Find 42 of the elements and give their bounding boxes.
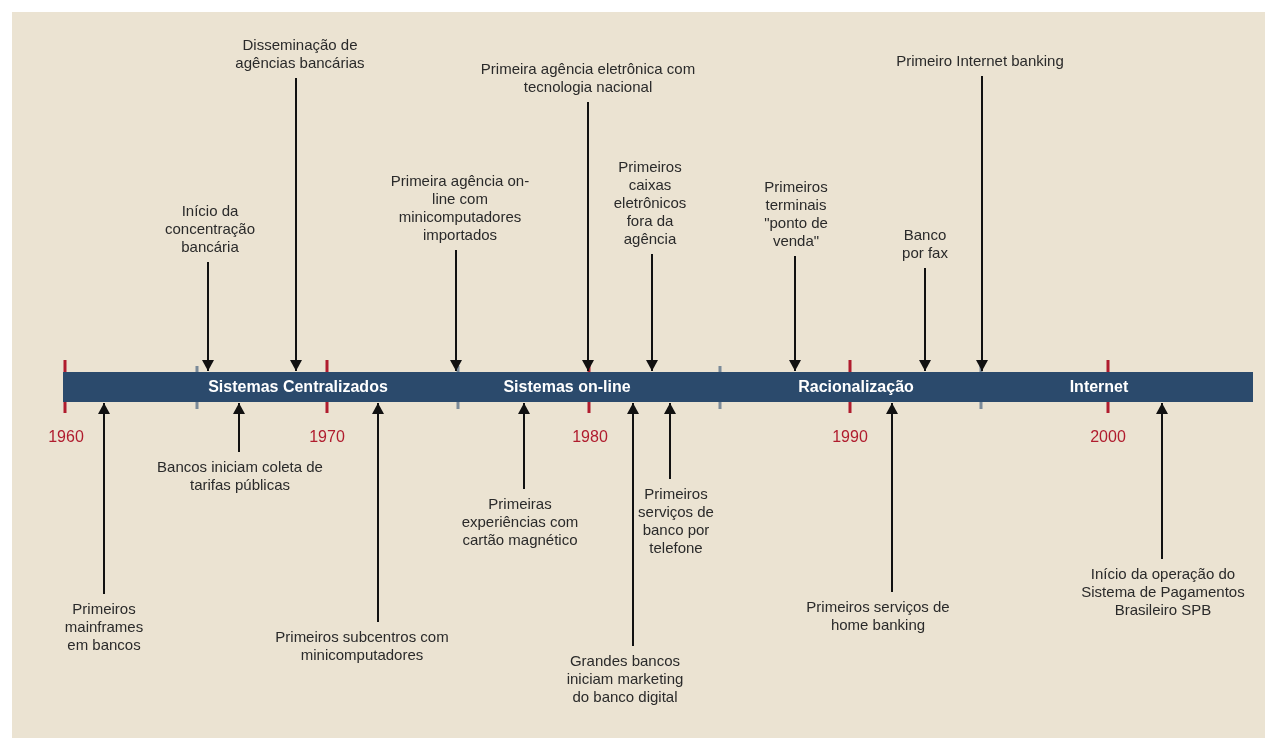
arrow	[919, 267, 931, 372]
event-label: Primeiras experiências com cartão magnético	[452, 495, 588, 549]
arrow	[664, 402, 676, 480]
event-label: Primeiros terminais "ponto de venda"	[754, 178, 838, 250]
event-label: Primeiro Internet banking	[875, 52, 1085, 70]
arrow	[976, 75, 988, 372]
event-label: Banco por fax	[893, 226, 957, 262]
event-label: Primeiros serviços de home banking	[790, 598, 966, 634]
arrow	[233, 402, 245, 453]
event-label: Disseminação de agências bancárias	[225, 36, 375, 72]
arrow	[518, 402, 530, 490]
arrow	[646, 253, 658, 372]
event-label: Grandes bancos iniciam marketing do banco digital	[557, 652, 693, 706]
event-label: Primeira agência eletrônica com tecnologia nacional	[463, 60, 713, 96]
era-label: Sistemas on-line	[503, 378, 631, 396]
arrow	[98, 402, 110, 595]
arrow	[627, 402, 639, 647]
era-label: Sistemas Centralizados	[208, 378, 388, 396]
year-label: 1990	[832, 428, 868, 446]
event-label: Primeira agência on-line com minicomputadores importados	[390, 172, 530, 244]
event-label: Primeiros serviços de banco por telefone	[638, 485, 714, 557]
arrow	[202, 261, 214, 372]
year-label: 1980	[572, 428, 608, 446]
event-label: Primeiros mainframes em bancos	[59, 600, 149, 654]
year-label: 1960	[48, 428, 84, 446]
arrow	[450, 249, 462, 372]
event-label: Bancos iniciam coleta de tarifas públicas	[152, 458, 328, 494]
event-label: Primeiros caixas eletrônicos fora da agência	[608, 158, 692, 248]
timeline-bar	[63, 372, 1253, 402]
era-label: Internet	[1069, 378, 1129, 396]
event-label: Início da operação do Sistema de Pagamentos Brasileiro SPB	[1075, 565, 1251, 619]
arrow	[1156, 402, 1168, 560]
arrow	[372, 402, 384, 623]
year-label: 2000	[1090, 428, 1126, 446]
event-label: Início da concentração bancária	[157, 202, 263, 256]
arrow	[886, 402, 898, 593]
arrow	[290, 77, 302, 372]
year-label: 1970	[309, 428, 345, 446]
event-label: Primeiros subcentros com minicomputadores	[264, 628, 460, 664]
arrow	[789, 255, 801, 372]
arrow	[582, 101, 594, 372]
era-label: Racionalização	[798, 378, 914, 396]
